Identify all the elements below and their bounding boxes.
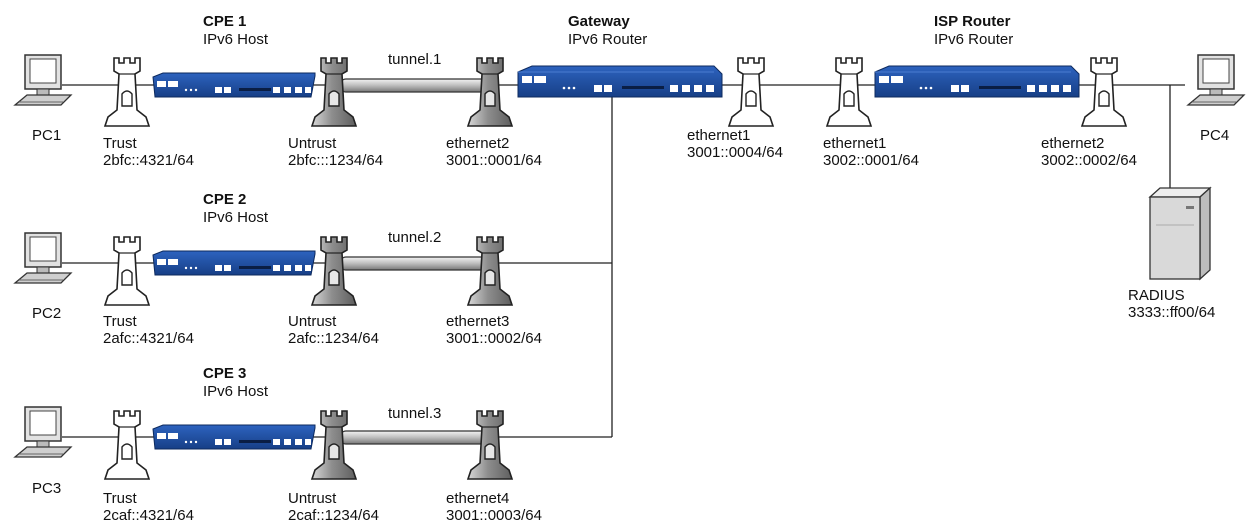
cpe1-name: CPE 1 <box>203 13 246 30</box>
isp-router-role: IPv6 Router <box>934 31 1013 48</box>
gateway-ethernet1-address: 3001::0004/64 <box>687 144 783 161</box>
cpe1-trust-firewall-icon <box>105 58 149 126</box>
isp-ethernet2-name: ethernet2 <box>1041 135 1104 152</box>
cpe1-trust-zone: Trust <box>103 135 137 152</box>
cpe1-untrust-zone: Untrust <box>288 135 336 152</box>
cpe1-trust-address: 2bfc::4321/64 <box>103 152 194 169</box>
isp-router-icon <box>875 66 1079 97</box>
cpe1-untrust-address: 2bfc:::1234/64 <box>288 152 383 169</box>
cpe2-role: IPv6 Host <box>203 209 268 226</box>
cpe3-device-icon <box>153 425 315 449</box>
cpe3-untrust-zone: Untrust <box>288 490 336 507</box>
cpe3-trust-zone: Trust <box>103 490 137 507</box>
isp-ethernet2-address: 3002::0002/64 <box>1041 152 1137 169</box>
cpe2-device-icon <box>153 251 315 275</box>
gateway-ethernet3-address: 3001::0002/64 <box>446 330 542 347</box>
gateway-ethernet3-firewall-icon <box>468 237 512 305</box>
cpe2-trust-firewall-icon <box>105 237 149 305</box>
cpe3-role: IPv6 Host <box>203 383 268 400</box>
gateway-role: IPv6 Router <box>568 31 647 48</box>
radius-name: RADIUS <box>1128 287 1185 304</box>
cpe3-untrust-firewall-icon <box>312 411 356 479</box>
isp-ethernet1-firewall-icon <box>827 58 871 126</box>
gateway-name: Gateway <box>568 13 630 30</box>
cpe3-trust-firewall-icon <box>105 411 149 479</box>
tunnel-tubes <box>340 79 488 444</box>
gateway-ethernet1-firewall-icon <box>729 58 773 126</box>
gateway-ethernet4-address: 3001::0003/64 <box>446 507 542 524</box>
gateway-ethernet1-name: ethernet1 <box>687 127 750 144</box>
cpe2-name: CPE 2 <box>203 191 246 208</box>
pc3-label: PC3 <box>32 480 61 497</box>
radius-address: 3333::ff00/64 <box>1128 304 1215 321</box>
tunnel1-label: tunnel.1 <box>388 51 441 68</box>
gateway-ethernet2-address: 3001::0001/64 <box>446 152 542 169</box>
tunnel2-label: tunnel.2 <box>388 229 441 246</box>
pc1-computer-icon <box>15 55 71 105</box>
isp-router-name: ISP Router <box>934 13 1010 30</box>
gateway-ethernet4-firewall-icon <box>468 411 512 479</box>
gateway-router-icon <box>518 66 722 97</box>
pc3-computer-icon <box>15 407 71 457</box>
gateway-ethernet3-name: ethernet3 <box>446 313 509 330</box>
isp-ethernet1-name: ethernet1 <box>823 135 886 152</box>
cpe1-role: IPv6 Host <box>203 31 268 48</box>
isp-ethernet1-address: 3002::0001/64 <box>823 152 919 169</box>
cpe1-device-icon <box>153 73 315 97</box>
isp-ethernet2-firewall-icon <box>1082 58 1126 126</box>
pc2-computer-icon <box>15 233 71 283</box>
cpe2-untrust-zone: Untrust <box>288 313 336 330</box>
cpe3-name: CPE 3 <box>203 365 246 382</box>
pc1-label: PC1 <box>32 127 61 144</box>
cpe3-untrust-address: 2caf::1234/64 <box>288 507 379 524</box>
pc4-computer-icon <box>1188 55 1244 105</box>
cpe2-trust-address: 2afc::4321/64 <box>103 330 194 347</box>
radius-server-icon <box>1150 188 1210 279</box>
gateway-ethernet4-name: ethernet4 <box>446 490 509 507</box>
pc4-label: PC4 <box>1200 127 1229 144</box>
tunnel3-label: tunnel.3 <box>388 405 441 422</box>
cpe2-untrust-address: 2afc::1234/64 <box>288 330 379 347</box>
cpe2-trust-zone: Trust <box>103 313 137 330</box>
pc2-label: PC2 <box>32 305 61 322</box>
cpe2-untrust-firewall-icon <box>312 237 356 305</box>
cpe3-trust-address: 2caf::4321/64 <box>103 507 194 524</box>
gateway-ethernet2-name: ethernet2 <box>446 135 509 152</box>
